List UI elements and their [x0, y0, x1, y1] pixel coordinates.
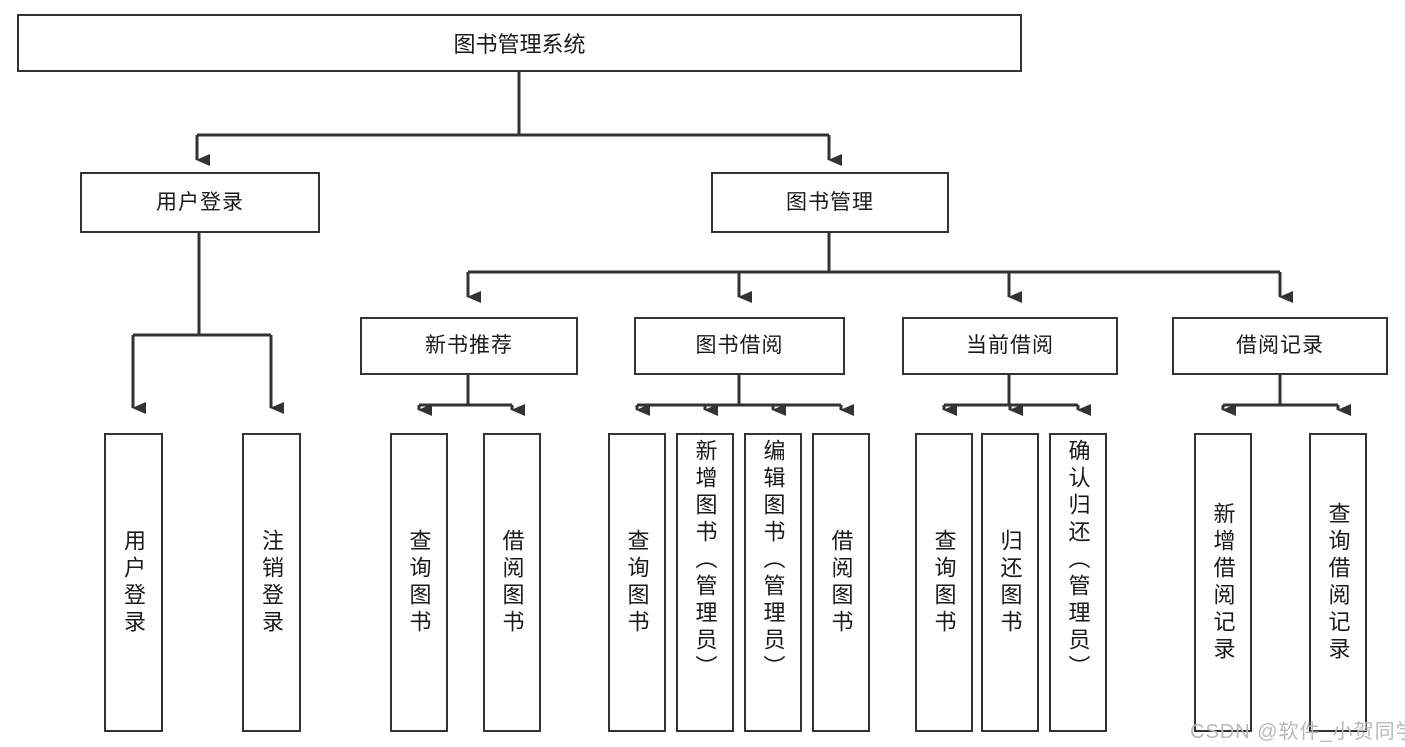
node-leaf-query-record-label: 查询借阅记录 — [1325, 501, 1351, 664]
node-root[interactable]: 图书管理系统 — [17, 14, 1022, 72]
node-leaf-borrow-book-2-label: 借阅图书 — [828, 528, 854, 637]
node-leaf-add-book[interactable]: 新增图书（管理员） — [676, 433, 734, 732]
node-new-book-recommend[interactable]: 新书推荐 — [360, 317, 578, 375]
node-current-borrow-label: 当前借阅 — [966, 334, 1054, 358]
node-leaf-add-record-label: 新增借阅记录 — [1210, 501, 1236, 664]
node-leaf-query-book-3-label: 查询图书 — [931, 528, 957, 637]
node-leaf-borrow-book-1-label: 借阅图书 — [499, 528, 525, 637]
node-user-login-label: 用户登录 — [156, 190, 244, 214]
node-leaf-confirm-return-label: 确认归还（管理员） — [1065, 439, 1091, 682]
node-leaf-user-login-label: 用户登录 — [121, 528, 147, 637]
node-leaf-user-login[interactable]: 用户登录 — [104, 433, 163, 732]
node-leaf-add-record[interactable]: 新增借阅记录 — [1194, 433, 1252, 732]
node-book-borrow[interactable]: 图书借阅 — [634, 317, 845, 375]
node-current-borrow[interactable]: 当前借阅 — [902, 317, 1118, 375]
node-leaf-add-book-label: 新增图书（管理员） — [692, 439, 718, 682]
node-leaf-user-logout-label: 注销登录 — [259, 528, 285, 637]
node-borrow-record-label: 借阅记录 — [1236, 334, 1324, 358]
node-leaf-user-logout[interactable]: 注销登录 — [242, 433, 301, 732]
node-leaf-borrow-book-1[interactable]: 借阅图书 — [483, 433, 541, 732]
node-book-manage[interactable]: 图书管理 — [711, 172, 949, 233]
node-leaf-borrow-book-2[interactable]: 借阅图书 — [812, 433, 870, 732]
node-leaf-query-book-3[interactable]: 查询图书 — [915, 433, 973, 732]
node-root-label: 图书管理系统 — [453, 32, 586, 57]
node-leaf-edit-book[interactable]: 编辑图书（管理员） — [744, 433, 802, 732]
watermark: CSDN @软件_小贺同学 — [1190, 721, 1405, 743]
node-book-borrow-label: 图书借阅 — [695, 334, 784, 358]
node-leaf-edit-book-label: 编辑图书（管理员） — [760, 439, 786, 682]
node-leaf-return-book[interactable]: 归还图书 — [981, 433, 1039, 732]
node-book-manage-label: 图书管理 — [786, 190, 874, 214]
node-leaf-return-book-label: 归还图书 — [997, 528, 1023, 637]
node-leaf-confirm-return[interactable]: 确认归还（管理员） — [1049, 433, 1107, 732]
node-new-book-recommend-label: 新书推荐 — [425, 334, 513, 358]
node-leaf-query-record[interactable]: 查询借阅记录 — [1309, 433, 1367, 732]
node-leaf-query-book-2-label: 查询图书 — [624, 528, 650, 637]
node-leaf-query-book-2[interactable]: 查询图书 — [608, 433, 666, 732]
node-leaf-query-book-1-label: 查询图书 — [406, 528, 432, 637]
node-user-login[interactable]: 用户登录 — [80, 172, 320, 233]
node-leaf-query-book-1[interactable]: 查询图书 — [390, 433, 448, 732]
node-borrow-record[interactable]: 借阅记录 — [1172, 317, 1388, 375]
